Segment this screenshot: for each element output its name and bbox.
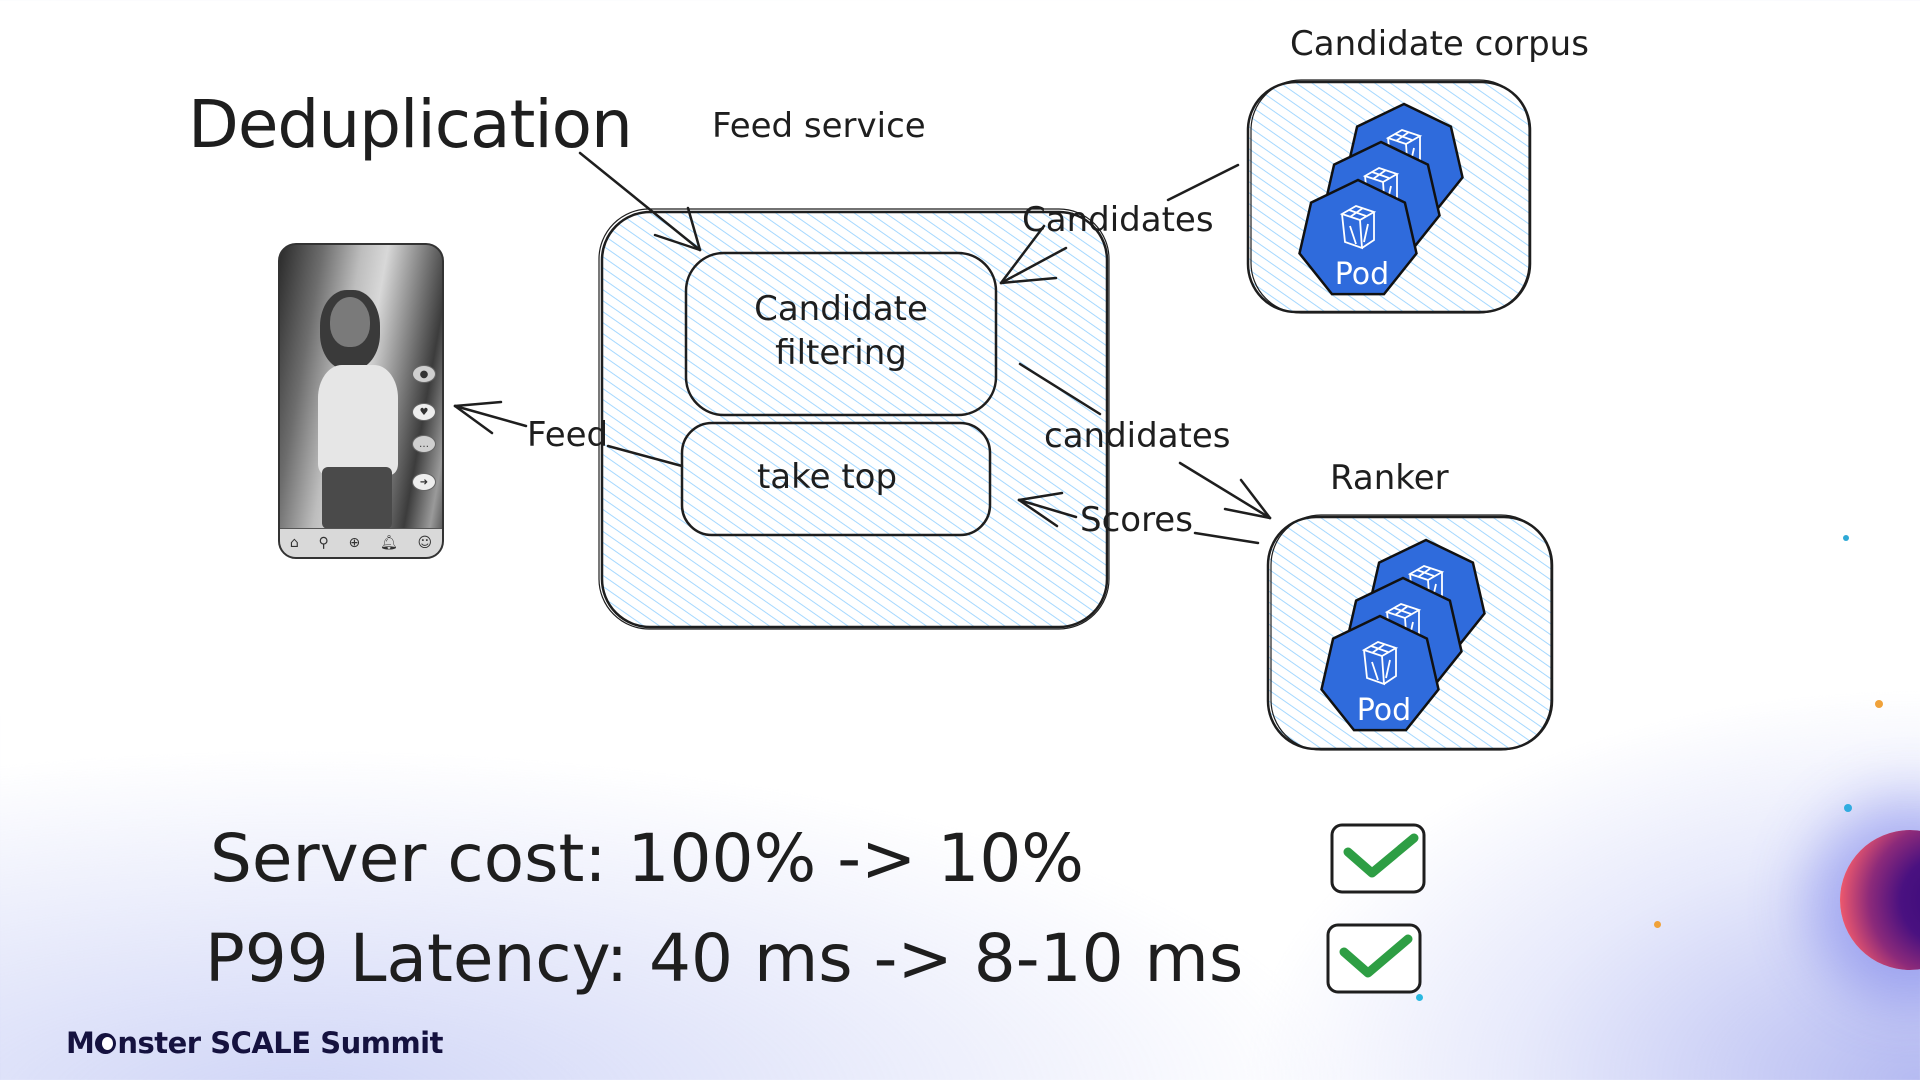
logo-suffix: nster SCALE Summit: [117, 1026, 443, 1060]
feed-service-label: Feed service: [712, 106, 926, 146]
logo-monster-eye-icon: [95, 1033, 117, 1054]
pod-icon: Pod: [1320, 614, 1440, 732]
feed-service-box: [598, 208, 1110, 630]
dedup-to-filtering-arrow: [578, 151, 702, 252]
mobile-feed-mockup: ● ♥ … ➜ ⌂ ⚲ ⊕ 🔔︎ ☺: [278, 243, 444, 559]
search-icon[interactable]: ⚲: [318, 535, 329, 551]
edge-label-scores: Scores: [1080, 500, 1193, 540]
ranker-label: Ranker: [1330, 458, 1449, 498]
slide-title: Deduplication: [188, 86, 633, 163]
taketop-to-client-arrow: [453, 400, 684, 468]
candidate-filtering-label: Candidate filtering: [686, 287, 996, 375]
result-checkbox-2: [1326, 923, 1422, 994]
phone-nav-bar: ⌂ ⚲ ⊕ 🔔︎ ☺: [280, 528, 442, 557]
logo-prefix: M: [66, 1026, 95, 1060]
comment-icon[interactable]: …: [412, 435, 436, 453]
edge-label-candidates-to-ranker: candidates: [1044, 416, 1231, 456]
decor-dot: [1654, 921, 1661, 928]
container-cube-icon: [1339, 205, 1377, 250]
decor-dot: [1844, 804, 1852, 812]
take-top-box: [680, 421, 992, 537]
take-top-label: take top: [756, 457, 898, 497]
candidate-corpus-pods: Pod: [1298, 102, 1464, 296]
home-icon[interactable]: ⌂: [289, 535, 299, 551]
like-icon[interactable]: ♥: [412, 403, 436, 421]
bell-icon[interactable]: 🔔︎: [379, 535, 398, 551]
profile-icon[interactable]: ☺: [417, 535, 433, 551]
avatar-icon[interactable]: ●: [412, 365, 436, 383]
candidate-filtering-line-1: Candidate: [754, 289, 928, 329]
pod-label: Pod: [1335, 257, 1389, 292]
pod-label: Pod: [1357, 693, 1411, 728]
share-icon[interactable]: ➜: [412, 473, 436, 491]
result-checkbox-1: [1330, 823, 1426, 894]
filtering-to-ranker-arrow: [1018, 362, 1272, 520]
candidate-corpus-label: Candidate corpus: [1290, 24, 1589, 64]
pod-icon: Pod: [1298, 178, 1418, 296]
ranker-pods: Pod: [1320, 538, 1486, 732]
create-icon[interactable]: ⊕: [348, 535, 361, 551]
edge-label-feed: Feed: [527, 415, 609, 455]
feed-photo: ● ♥ … ➜: [280, 245, 442, 529]
decor-dot: [1875, 700, 1883, 708]
container-cube-icon: [1361, 641, 1399, 686]
decor-dot: [1843, 535, 1849, 541]
candidate-filtering-box: [684, 251, 998, 417]
result-p99-latency: P99 Latency: 40 ms -> 8-10 ms: [205, 920, 1244, 997]
edge-label-candidates: Candidates: [1022, 200, 1214, 240]
candidate-filtering-line-2: filtering: [775, 333, 907, 373]
corpus-to-filtering-arrow: [999, 163, 1240, 285]
decor-dot: [1416, 994, 1423, 1001]
result-server-cost: Server cost: 100% -> 10%: [210, 820, 1085, 897]
ranker-to-taketop-arrow: [1017, 491, 1260, 545]
